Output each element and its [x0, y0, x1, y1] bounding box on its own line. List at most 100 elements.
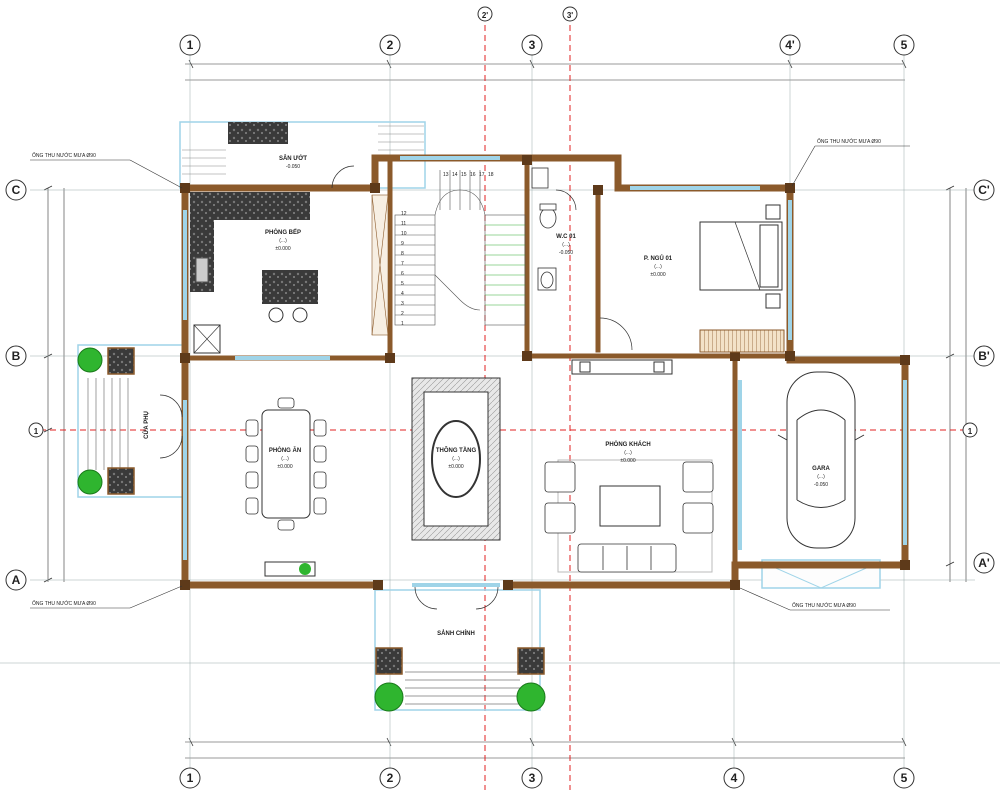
wardrobe: [699, 329, 785, 353]
pipe-note-bottom-right: ỐNG THU NƯỚC MƯA Ø90: [792, 602, 856, 609]
axis-bubble-label: 3: [529, 38, 536, 52]
bed-pillow-area: [759, 224, 779, 288]
room-level-khach: ±0.000: [620, 458, 635, 464]
room-level-thong-tang: ±0.000: [448, 464, 463, 470]
axis-bubble-label: 4': [785, 38, 795, 52]
room-label-wc: W.C 01: [556, 234, 576, 240]
speaker-right: [653, 361, 665, 373]
axis-bubble-label: 2: [387, 38, 394, 52]
dining-chairs: [245, 397, 327, 531]
doors: [159, 165, 577, 610]
axis-bubble: C: [5, 179, 27, 201]
axis-bubble-label: 5: [901, 38, 908, 52]
coffee-table: [599, 485, 661, 527]
axis-bubble-label: 1: [968, 427, 973, 436]
fridge: [193, 324, 221, 354]
atrium-ring: [431, 420, 481, 498]
wc-fixtures: [531, 167, 557, 291]
axis-bubble: 1: [28, 422, 44, 438]
pipe-note-bottom-left: ỐNG THU NƯỚC MƯA Ø90: [32, 600, 96, 607]
stair-step-number: 14: [452, 172, 458, 178]
garage-apron-slope: [761, 561, 881, 589]
axis-bubble-label: 2': [482, 11, 488, 20]
pipe-note-leaders: [30, 145, 910, 611]
columns: [180, 155, 910, 590]
axis-bubble-label: C': [978, 183, 990, 197]
axis-bubble-label: C: [12, 183, 21, 197]
axis-bubble: 2': [477, 6, 493, 22]
pipe-note-top-left: ỐNG THU NƯỚC MƯA Ø90: [32, 152, 96, 159]
car: [777, 371, 865, 549]
axis-bubble-label: B': [978, 349, 990, 363]
fridge-cross: [193, 324, 221, 354]
axis-bubble-label: A: [12, 573, 21, 587]
room-label-sanh: SẢNH CHÍNH: [437, 629, 475, 637]
axis-bubble: 1: [962, 422, 978, 438]
axis-bubble: 4: [723, 767, 745, 789]
plant-icon: [374, 682, 404, 712]
stair-step-number: 1: [401, 321, 404, 327]
axis-bubble-label: B: [12, 349, 21, 363]
room-label-an: PHÒNG ĂN: [269, 446, 301, 454]
room-label-bep: PHÒNG BẾP: [265, 228, 301, 236]
room-label-san-uot: SÂN ƯỚT: [279, 154, 307, 162]
room-area-thong-tang: (...): [452, 456, 460, 462]
side-entrance-steps: [87, 378, 129, 470]
stair-step-number: 5: [401, 281, 404, 287]
stair-step-number: 2: [401, 311, 404, 317]
room-label-khach: PHÒNG KHÁCH: [605, 440, 650, 448]
room-area-bep: (...): [279, 238, 287, 244]
axis-bubble: 2: [379, 767, 401, 789]
axis-bubble: 3': [562, 6, 578, 22]
room-label-gara: GARA: [812, 466, 830, 472]
plant-icon: [516, 682, 546, 712]
axis-bubble: 1: [179, 767, 201, 789]
stair-step-number: 6: [401, 271, 404, 277]
planter-box-entrance-left: [375, 647, 403, 675]
axis-bubble: 3: [521, 767, 543, 789]
axis-bubble-label: 5: [901, 771, 908, 785]
stair-step-number: 8: [401, 251, 404, 257]
sofa-set: [544, 461, 714, 573]
room-label-cua-phu: CỬA PHỤ: [143, 411, 150, 439]
stair-step-number: 13: [443, 172, 449, 178]
axis-bubble-label: 2: [387, 771, 394, 785]
stair-step-number: 4: [401, 291, 404, 297]
room-label-thong-tang: THÔNG TẦNG: [436, 446, 477, 454]
axis-bubble: A: [5, 569, 27, 591]
room-area-wc: (...): [562, 242, 570, 248]
planter-box-side-top: [107, 347, 135, 375]
stair-step-number: 18: [488, 172, 494, 178]
room-area-an: (...): [281, 456, 289, 462]
windows: [183, 156, 907, 587]
axis-bubble: A': [973, 552, 995, 574]
axis-bubble-label: 1: [187, 38, 194, 52]
stair-step-number: 9: [401, 241, 404, 247]
nightstand-bottom: [765, 293, 781, 309]
room-labels: SÂN ƯỚT -0.050 PHÒNG BẾP (...) ±0.000 W.…: [143, 154, 830, 637]
kitchen-sink: [195, 257, 209, 283]
pipe-notes: ỐNG THU NƯỚC MƯA Ø90 ỐNG THU NƯỚC MƯA Ø9…: [32, 138, 881, 609]
axis-bubble-label: 3: [529, 771, 536, 785]
stair-step-number: 16: [470, 172, 476, 178]
room-area-ngu: (...): [654, 264, 662, 270]
room-area-khach: (...): [624, 450, 632, 456]
room-area-gara: (...): [817, 474, 825, 480]
tv-cabinet: [571, 359, 673, 375]
kitchen-island: [262, 270, 318, 304]
axis-bubble: 5: [893, 34, 915, 56]
axis-bubble: 5: [893, 767, 915, 789]
nightstand-top: [765, 204, 781, 220]
bar-stool: [268, 307, 284, 323]
room-level-san-uot: -0.050: [286, 164, 300, 170]
bar-stool: [292, 307, 308, 323]
axis-bubble: 1: [179, 34, 201, 56]
axis-bubble: C': [973, 179, 995, 201]
wet-yard-stone-counter: [228, 122, 288, 144]
dining-table: [261, 409, 311, 519]
staircase: [371, 170, 526, 336]
room-level-an: ±0.000: [277, 464, 292, 470]
